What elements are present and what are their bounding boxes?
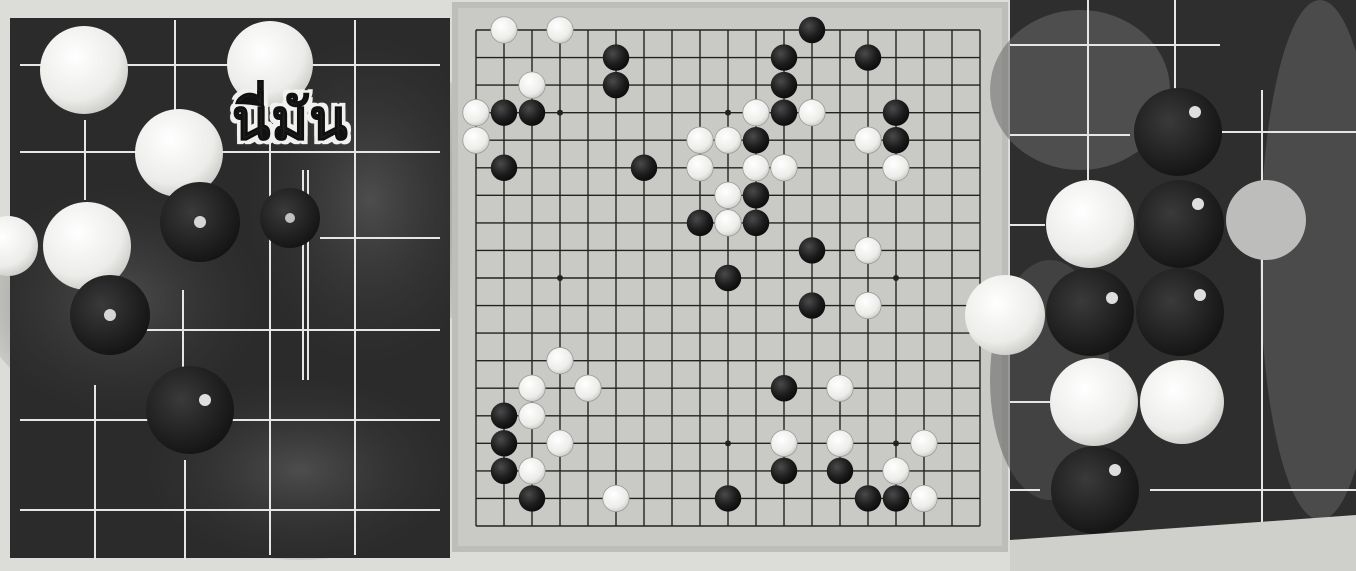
- right-black-stone: [1046, 268, 1134, 356]
- black-stone: [799, 17, 825, 43]
- white-stone: [547, 17, 573, 43]
- page-title: นี่มัน: [232, 92, 348, 148]
- black-stone: [519, 485, 545, 511]
- black-stone: [827, 458, 853, 484]
- white-stone: [799, 99, 825, 125]
- white-stone: [575, 375, 601, 401]
- black-stone: [771, 99, 797, 125]
- white-stone: [519, 403, 545, 429]
- white-stone: [519, 72, 545, 98]
- right-white-stone: [1050, 358, 1138, 446]
- board-star-point: [557, 110, 563, 116]
- right-black-stone: [1136, 268, 1224, 356]
- white-stone: [855, 237, 881, 263]
- black-stone: [715, 265, 741, 291]
- white-stone: [771, 155, 797, 181]
- right-closeup-panel: [965, 0, 1356, 540]
- go-board-panel: [452, 2, 1008, 552]
- black-stone: [491, 403, 517, 429]
- board-star-point: [725, 440, 731, 446]
- black-stone: [491, 430, 517, 456]
- black-stone: [799, 237, 825, 263]
- white-stone: [463, 127, 489, 153]
- black-stone: [771, 375, 797, 401]
- white-stone: [547, 430, 573, 456]
- white-stone: [715, 210, 741, 236]
- black-stone: [743, 182, 769, 208]
- white-stone: [855, 292, 881, 318]
- white-stone: [827, 375, 853, 401]
- white-stone: [911, 485, 937, 511]
- black-stone: [491, 155, 517, 181]
- black-stone: [799, 292, 825, 318]
- white-stone: [687, 127, 713, 153]
- black-stone: [883, 127, 909, 153]
- black-stone: [491, 458, 517, 484]
- white-stone: [603, 485, 629, 511]
- black-stone: [883, 99, 909, 125]
- black-stone: [743, 127, 769, 153]
- white-stone: [911, 430, 937, 456]
- black-stone: [743, 210, 769, 236]
- right-white-stone: [1140, 360, 1224, 444]
- white-stone: [883, 458, 909, 484]
- white-stone: [771, 430, 797, 456]
- black-stone: [715, 485, 741, 511]
- white-stone: [491, 17, 517, 43]
- board-star-point: [725, 110, 731, 116]
- board-star-point: [893, 440, 899, 446]
- right-black-stone: [1136, 180, 1224, 268]
- white-stone: [883, 155, 909, 181]
- white-stone: [715, 127, 741, 153]
- white-stone: [519, 458, 545, 484]
- white-stone: [743, 155, 769, 181]
- white-stone: [687, 155, 713, 181]
- black-stone: [771, 72, 797, 98]
- black-stone: [687, 210, 713, 236]
- black-stone: [519, 99, 545, 125]
- right-white-stone: [965, 275, 1045, 355]
- black-stone: [491, 99, 517, 125]
- right-white-stone: [1226, 180, 1306, 260]
- left-white-stone: [40, 26, 128, 114]
- black-stone: [603, 72, 629, 98]
- white-stone: [827, 430, 853, 456]
- black-stone: [855, 485, 881, 511]
- black-stone: [631, 155, 657, 181]
- white-stone: [855, 127, 881, 153]
- right-white-stone: [1046, 180, 1134, 268]
- right-black-stone: [1051, 446, 1139, 534]
- black-stone: [883, 485, 909, 511]
- white-stone: [715, 182, 741, 208]
- board-star-point: [893, 275, 899, 281]
- black-stone: [603, 44, 629, 70]
- white-stone: [547, 347, 573, 373]
- black-stone: [855, 44, 881, 70]
- white-stone: [743, 99, 769, 125]
- right-black-stone: [1134, 88, 1222, 176]
- left-black-stone: [146, 366, 234, 454]
- black-stone: [771, 44, 797, 70]
- white-stone: [519, 375, 545, 401]
- black-stone: [771, 458, 797, 484]
- board-star-point: [557, 275, 563, 281]
- white-stone: [463, 99, 489, 125]
